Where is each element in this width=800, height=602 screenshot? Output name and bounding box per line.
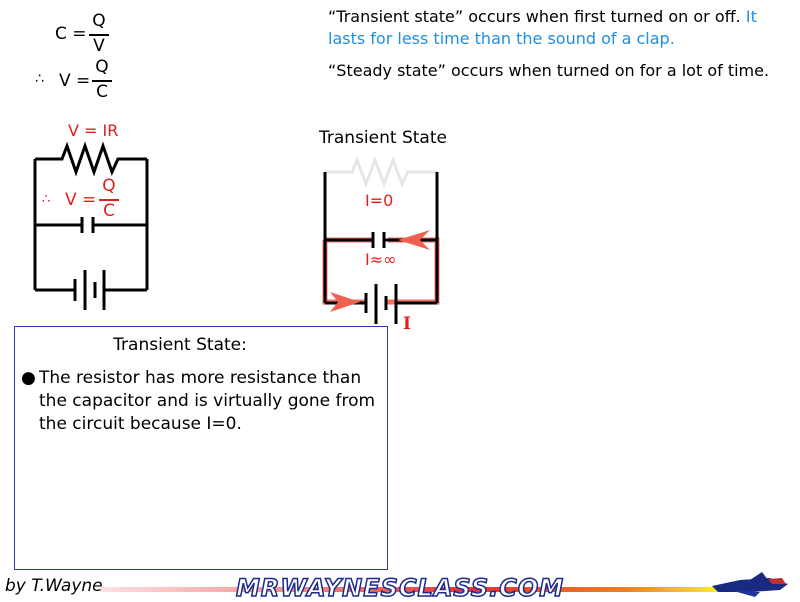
- battery-symbol: [35, 270, 147, 310]
- formula-denominator: C: [103, 201, 115, 221]
- formula-denominator: C: [96, 82, 108, 102]
- box-title: Transient State:: [113, 335, 247, 355]
- steady-note: “Steady state” occurs when turned on for…: [328, 61, 770, 80]
- jet-icon: [712, 572, 788, 597]
- resistor-label: V = IR: [68, 121, 119, 140]
- bullet-item: ● The resistor has more resistance than …: [21, 367, 385, 436]
- therefore-symbol: ∴: [35, 71, 44, 87]
- battery-symbol: [325, 284, 437, 324]
- capacitor-current-label: I≈∞: [365, 250, 397, 269]
- site-logo: MRWAYNESCLASS.COM: [235, 573, 565, 602]
- left-circuit: [33, 141, 149, 310]
- arrow-right-icon: [330, 292, 360, 312]
- bullet-icon: ●: [21, 368, 36, 388]
- transient-state-box: Transient State: ● The resistor has more…: [14, 326, 388, 570]
- transient-state-title: Transient State: [319, 128, 447, 148]
- right-circuit: [322, 155, 440, 324]
- transient-note: “Transient state” occurs when first turn…: [328, 6, 793, 50]
- resistor-faded-symbol: [325, 155, 437, 189]
- formula-denominator: V: [93, 36, 105, 56]
- footer-gradient-line: [100, 587, 720, 592]
- transient-text: “Transient state” occurs when first turn…: [328, 7, 741, 26]
- formula-lhs: V =: [65, 190, 97, 210]
- resistor-symbol: [35, 141, 147, 177]
- formula-lhs: V =: [59, 71, 91, 91]
- transient-highlight: It lasts for less time than the sound of…: [328, 7, 757, 48]
- resistor-current-label: I=0: [365, 191, 394, 210]
- footer-author: by T.Wayne: [5, 576, 103, 596]
- arrow-left-icon: [398, 230, 430, 250]
- bullet-text: The resistor has more resistance than th…: [39, 368, 376, 434]
- formula-numerator: Q: [95, 57, 109, 77]
- battery-current-label: I: [403, 314, 411, 334]
- capacitor-symbol: [35, 217, 147, 233]
- formula-numerator: Q: [102, 176, 116, 196]
- formula-lhs: C =: [55, 24, 87, 44]
- therefore-symbol: ∴: [42, 192, 51, 207]
- formula-numerator: Q: [92, 11, 106, 31]
